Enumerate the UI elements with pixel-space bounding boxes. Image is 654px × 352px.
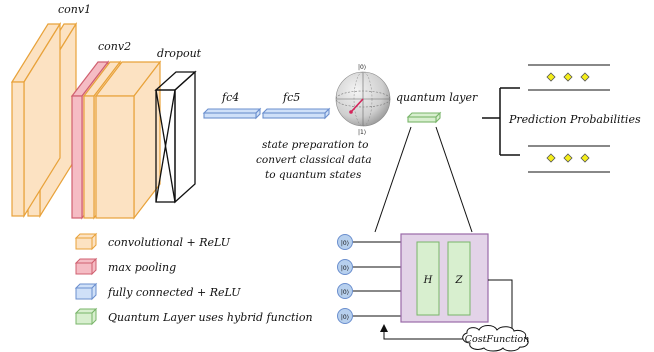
legend-item-pool: max pooling [74, 257, 176, 276]
legend-item-fc: fully connected + ReLU [74, 282, 241, 301]
fc5-block [261, 107, 331, 120]
diamond-icon [563, 72, 573, 82]
legend-text: max pooling [108, 261, 176, 274]
state-prep-line-3: to quantum states [265, 169, 362, 181]
qubit-1: |0⟩ [337, 259, 353, 275]
legend-item-quantum: Quantum Layer uses hybrid function [74, 307, 313, 326]
fc5-label: fc5 [282, 91, 300, 104]
legend-text: convolutional + ReLU [108, 236, 231, 249]
legend-item-conv: convolutional + ReLU [74, 232, 231, 251]
state-prep-line-2: convert classical data [256, 154, 372, 166]
feedback-line [488, 279, 513, 336]
bloch-bottom-label: |1⟩ [358, 129, 366, 136]
fc4-label: fc4 [221, 91, 239, 104]
prediction-diamonds-bottom [546, 153, 590, 163]
diamond-icon [546, 72, 556, 82]
conv2-label: conv2 [98, 40, 131, 53]
qubit-0: |0⟩ [337, 234, 353, 250]
bloch-sphere-icon: |0⟩ |1⟩ [335, 64, 391, 136]
gate-h [416, 241, 440, 316]
quantum-circuit: H Z |0⟩ |0⟩ |0⟩ |0⟩ CostFunction [337, 233, 530, 352]
quantum-layer-block [406, 111, 442, 124]
gate-z [447, 241, 471, 316]
quantum-layer-label: quantum layer [396, 91, 478, 104]
bloch-top-label: |0⟩ [358, 64, 366, 71]
cost-function-label: CostFunction [465, 334, 530, 345]
prediction-label: Prediction Probabilities [508, 113, 641, 126]
legend-text: Quantum Layer uses hybrid function [108, 311, 313, 324]
qubit-3: |0⟩ [337, 308, 353, 324]
diamond-icon [563, 153, 573, 163]
cost-function-cloud-icon [462, 325, 529, 352]
state-prep-line-1: state preparation to [262, 139, 368, 151]
conv1-label: conv1 [58, 3, 91, 16]
dropout-block [154, 70, 197, 204]
expand-line-right [435, 126, 473, 233]
diamond-icon [546, 153, 556, 163]
legend-text: fully connected + ReLU [107, 286, 241, 299]
dropout-label: dropout [157, 47, 202, 60]
gate-h-label: H [423, 275, 433, 286]
conv2-block [70, 60, 162, 220]
prediction-lines [528, 64, 610, 173]
diamond-icon [580, 72, 590, 82]
output-bracket [482, 87, 520, 156]
qubit-2: |0⟩ [337, 283, 353, 299]
feedback-arrow [380, 324, 466, 340]
prediction-diamonds-top [546, 72, 590, 82]
svg-text:|0⟩: |0⟩ [341, 314, 349, 321]
svg-text:|0⟩: |0⟩ [341, 240, 349, 247]
svg-text:|0⟩: |0⟩ [341, 265, 349, 272]
fc4-block [202, 107, 262, 120]
circuit-box [400, 233, 489, 323]
diamond-icon [580, 153, 590, 163]
expand-line-left [374, 126, 412, 233]
gate-z-label: Z [455, 275, 464, 286]
svg-text:|0⟩: |0⟩ [341, 289, 349, 296]
conv1-block [10, 21, 78, 219]
legend: convolutional + ReLU max pooling fully c… [74, 232, 313, 326]
